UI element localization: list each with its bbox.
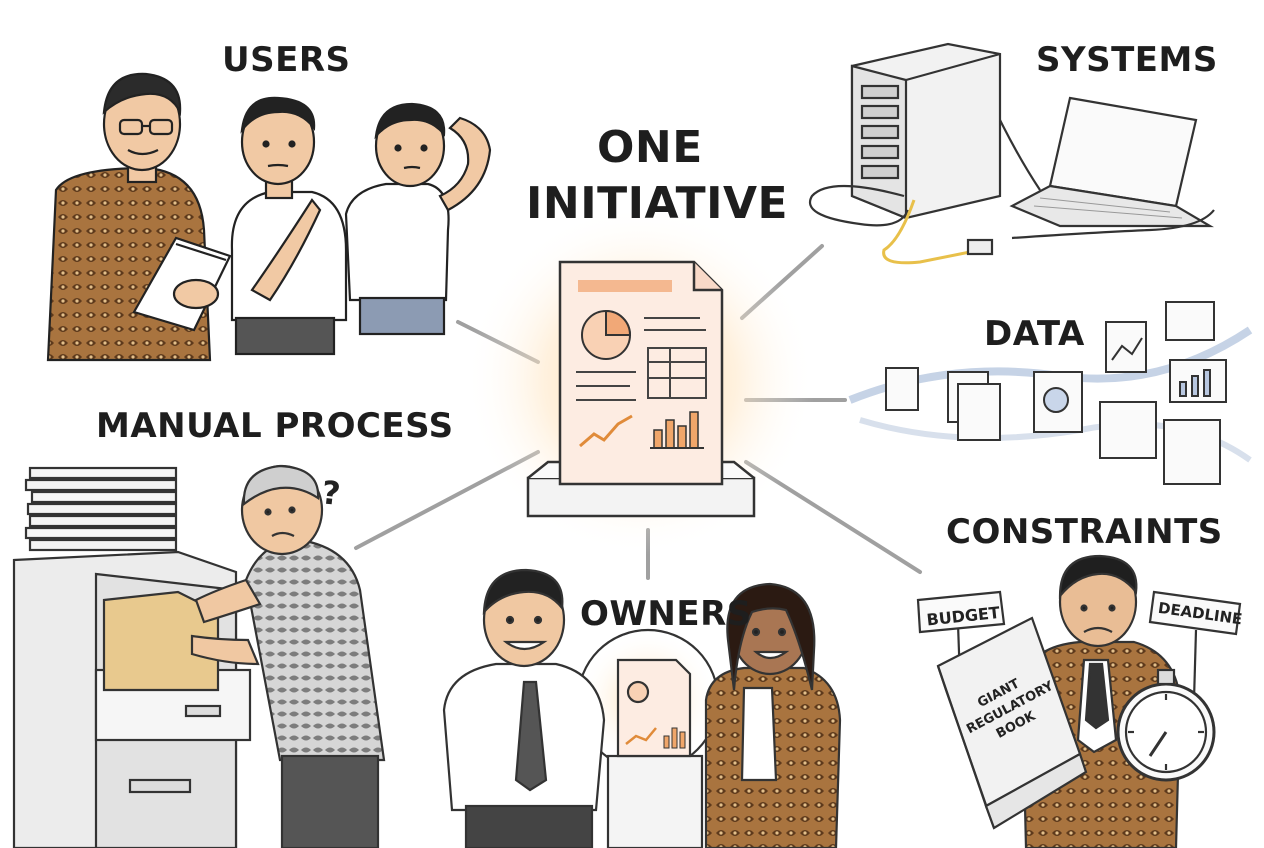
owner-woman — [704, 582, 842, 848]
question-mark: ? — [320, 473, 342, 513]
data-sheet-icon — [1163, 419, 1221, 485]
center-title-line1: ONE — [597, 122, 703, 173]
paper-stack-icon — [24, 466, 178, 552]
data-sheet-icon — [1099, 401, 1157, 459]
data-chart-doc-icon — [1105, 321, 1147, 373]
laptop-icon — [1009, 96, 1215, 228]
budget-sign — [916, 590, 1006, 681]
users-illustration — [46, 72, 492, 362]
owner-man — [442, 568, 606, 848]
label-owners: OWNERS — [580, 594, 752, 634]
central-document-group — [465, 205, 815, 555]
deadline-sign — [1148, 590, 1242, 701]
document-table-icon — [647, 347, 707, 399]
document-trend-icon — [579, 414, 633, 448]
document-bar-icon — [653, 411, 699, 449]
label-data: DATA — [984, 314, 1085, 354]
center-title-line2: INITIATIVE — [526, 178, 789, 229]
label-constraints: CONSTRAINTS — [946, 512, 1223, 552]
cables-icon — [809, 119, 1215, 265]
manual-process-illustration — [12, 464, 386, 848]
label-systems: SYSTEMS — [1036, 40, 1218, 80]
user-confused — [344, 102, 492, 336]
constraints-illustration — [916, 554, 1242, 848]
stopwatch-icon — [1116, 668, 1216, 782]
data-window-icon — [1165, 301, 1215, 341]
regulatory-book-icon — [936, 616, 1088, 830]
filing-cabinet-icon — [12, 550, 252, 848]
user-with-notepad — [46, 72, 232, 362]
data-doc-icon — [885, 367, 919, 411]
user-thinking — [230, 96, 348, 356]
data-doc-icon — [957, 383, 1001, 441]
label-users: USERS — [222, 40, 351, 80]
owners-illustration — [442, 568, 842, 848]
systems-illustration — [809, 42, 1215, 265]
document-pie-icon — [581, 309, 632, 360]
data-illustration — [848, 301, 1253, 485]
elderly-worker — [190, 464, 386, 848]
server-icon — [850, 42, 1002, 220]
label-manual-process: MANUAL PROCESS — [96, 406, 454, 446]
owners-document-icon — [606, 658, 704, 848]
